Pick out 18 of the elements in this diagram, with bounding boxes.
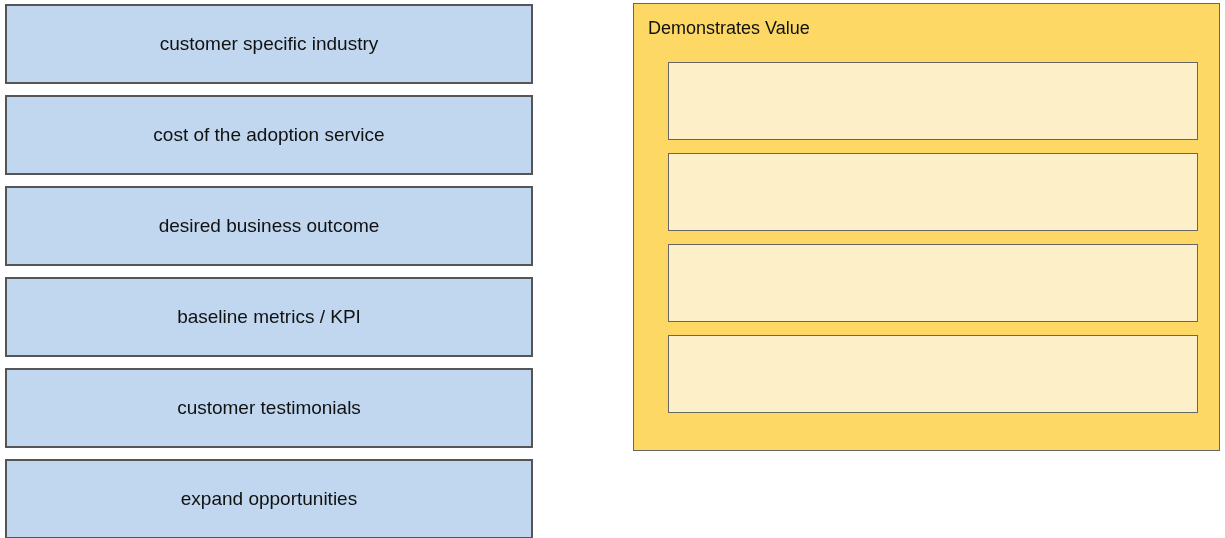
drop-target-panel	[633, 3, 1220, 451]
empty-answer-slot	[668, 153, 1198, 231]
empty-answer-slot	[668, 244, 1198, 322]
panel-heading: Demonstrates Value	[648, 18, 810, 39]
option-label: cost of the adoption service	[153, 124, 385, 146]
option-box	[5, 459, 533, 538]
option-box	[5, 277, 533, 357]
option-box	[5, 4, 533, 84]
option-label: baseline metrics / KPI	[177, 306, 361, 328]
option-label: desired business outcome	[158, 215, 380, 237]
option-label: expand opportunities	[180, 488, 358, 510]
option-box	[5, 95, 533, 175]
empty-answer-slot	[668, 62, 1198, 140]
option-label: customer testimonials	[177, 397, 361, 419]
empty-answer-slot	[668, 335, 1198, 413]
option-box	[5, 186, 533, 266]
option-box	[5, 368, 533, 448]
option-label: customer specific industry	[159, 33, 379, 55]
